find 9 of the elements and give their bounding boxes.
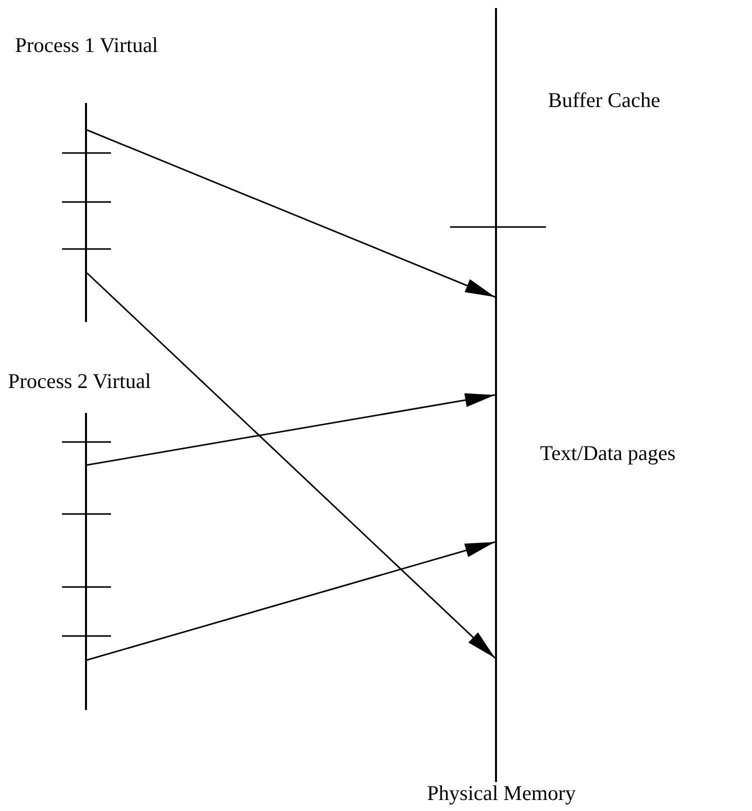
memory-label: Process 2 Virtual xyxy=(8,369,152,394)
mapping-arrow xyxy=(86,541,496,661)
memory-label: Process 1 Virtual xyxy=(15,33,158,58)
memory-label: Physical Memory xyxy=(427,781,576,806)
region-label: Buffer Cache xyxy=(548,88,660,113)
mapping-arrow xyxy=(86,393,496,466)
mapping-arrow xyxy=(86,129,496,298)
region-label: Text/Data pages xyxy=(540,441,676,466)
mapping-arrow xyxy=(86,272,496,659)
